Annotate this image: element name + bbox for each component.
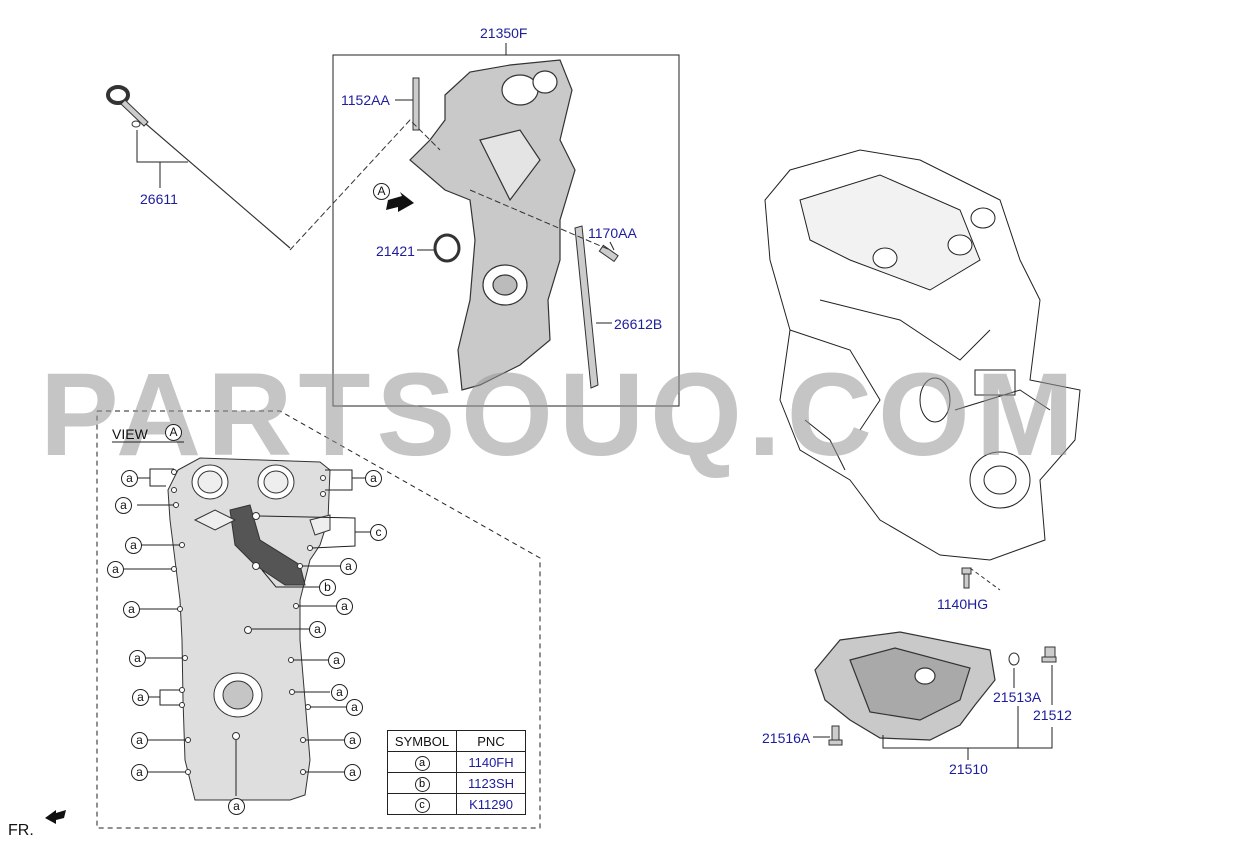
symbol-cell: b [414, 776, 430, 792]
callout-a: a [340, 558, 357, 575]
callout-a: a [107, 561, 124, 578]
oil-seal [433, 233, 461, 263]
arrow-view-mark: A [373, 183, 390, 200]
symbol-header: SYMBOL [387, 730, 457, 752]
label-21512[interactable]: 21512 [1033, 707, 1072, 723]
table-row: c K11290 [387, 793, 526, 815]
callout-a: a [344, 732, 361, 749]
callout-c: c [370, 524, 387, 541]
callout-a: a [336, 598, 353, 615]
callout-a: a [125, 537, 142, 554]
oil-pan [814, 631, 996, 741]
view-a-mark: A [165, 424, 182, 441]
label-21421[interactable]: 21421 [376, 243, 415, 259]
callout-a: a [344, 764, 361, 781]
label-26612b[interactable]: 26612B [614, 316, 663, 332]
pnc-header: PNC [456, 730, 526, 752]
label-21350f[interactable]: 21350F [480, 25, 528, 41]
drain-gasket [1008, 652, 1020, 666]
timing-chain-cover [409, 59, 576, 391]
callout-a: a [309, 621, 326, 638]
pnc-cell[interactable]: 1123SH [456, 772, 526, 794]
label-1170aa[interactable]: 1170AA [588, 225, 637, 241]
front-arrow [45, 810, 66, 824]
callout-b: b [319, 579, 336, 596]
engine-assembly [764, 149, 1081, 561]
view-word: VIEW [112, 426, 148, 442]
callout-a: a [131, 764, 148, 781]
callout-a: a [228, 798, 245, 815]
bolt-1170aa [598, 244, 619, 263]
pnc-cell[interactable]: 1140FH [456, 751, 526, 773]
callout-a: a [115, 497, 132, 514]
callout-a: a [346, 699, 363, 716]
label-21510[interactable]: 21510 [949, 761, 988, 777]
front-label: FR. [8, 822, 34, 839]
pnc-cell[interactable]: K11290 [456, 793, 526, 815]
bolt-1140hg [961, 567, 972, 589]
view-a-title: VIEW [112, 426, 148, 442]
label-21516a[interactable]: 21516A [762, 730, 811, 746]
drain-plug [1041, 646, 1057, 663]
callout-a: a [121, 470, 138, 487]
view-title-underline [112, 441, 184, 443]
callout-a: a [123, 601, 140, 618]
dowel-pin [412, 77, 420, 131]
label-26611[interactable]: 26611 [140, 191, 178, 207]
table-row: a 1140FH [387, 751, 526, 773]
callout-a: a [129, 650, 146, 667]
callout-a: a [132, 689, 149, 706]
callout-a: a [131, 732, 148, 749]
oil-dipstick [106, 85, 291, 249]
label-21513a[interactable]: 21513A [993, 689, 1042, 705]
callout-a: a [331, 684, 348, 701]
symbol-cell: c [414, 797, 430, 813]
symbol-table: SYMBOL PNC a 1140FH b 1123SH c K11290 [387, 730, 526, 815]
label-1140hg[interactable]: 1140HG [937, 596, 989, 612]
view-a-frame [96, 410, 541, 829]
callout-a: a [328, 652, 345, 669]
table-row: b 1123SH [387, 772, 526, 794]
dipstick-guide [574, 225, 599, 389]
label-1152aa[interactable]: 1152AA [341, 92, 390, 108]
symbol-cell: a [414, 755, 430, 771]
callout-a: a [365, 470, 382, 487]
view-arrow [386, 192, 414, 212]
bolt-21516a [828, 725, 843, 746]
